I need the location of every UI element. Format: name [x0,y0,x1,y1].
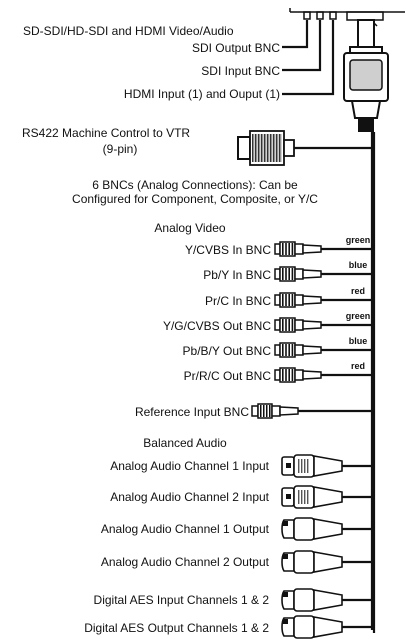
pb-b-y-out-bnc [274,342,322,358]
analog-audio-ch2-out-xlr [281,550,372,574]
sdi-input-port [316,11,324,20]
y-cvbs-in-bnc [274,241,322,257]
pr-r-c-out-label: Pr/R/C Out BNC [183,369,271,383]
db-connector [343,19,389,132]
y-g-cvbs-out-bnc [274,317,322,333]
rs422-label-line1: RS422 Machine Control to VTR [22,126,191,140]
wire-color-label: blue [349,336,368,346]
pr-c-in-bnc [274,292,322,308]
rs422-label-line2: (9-pin) [102,142,138,156]
analog-audio-ch1-out-xlr [281,517,372,541]
sdi-input-label: SDI Input BNC [201,64,280,78]
digital-aes-out-label: Digital AES Output Channels 1 & 2 [84,621,269,635]
port-leader-lines [282,20,335,96]
pr-r-c-out-bnc [274,367,322,383]
analog-audio-ch1-in-label: Analog Audio Channel 1 Input [110,459,269,473]
analog-audio-ch2-in-xlr [281,485,372,509]
rs422-connector [237,130,372,166]
sdi-output-port [303,11,311,20]
analog-audio-ch2-out-label: Analog Audio Channel 2 Output [100,555,269,569]
pr-c-in-label: Pr/C In BNC [204,294,271,308]
main-connector-port [346,11,384,21]
wire-color-label: red [351,286,365,296]
analog-audio-ch1-out-label: Analog Audio Channel 1 Output [100,522,269,536]
reference-input-label: Reference Input BNC [134,405,249,419]
y-g-cvbs-out-label: Y/G/CVBS Out BNC [162,319,271,333]
bnc-header-line1: 6 BNCs (Analog Connections): Can be [92,178,298,192]
bnc-header-line2: Configured for Component, Composite, or … [72,192,318,206]
y-cvbs-in-label: Y/CVBS In BNC [184,243,271,257]
wire-color-label: green [346,235,371,245]
pb-y-in-bnc [274,266,322,282]
hdmi-io-label: HDMI Input (1) and Ouput (1) [123,87,280,101]
analog-audio-ch2-in-label: Analog Audio Channel 2 Input [110,490,269,504]
wire-color-label: green [346,311,371,321]
analog-video-heading: Analog Video [154,221,226,235]
reference-bnc-group [251,403,372,419]
pb-b-y-out-label: Pb/B/Y Out BNC [182,344,271,358]
wire-color-label: blue [349,260,368,270]
reference-bnc [251,403,372,419]
digital-aes-in-label: Digital AES Input Channels 1 & 2 [93,593,269,607]
pb-y-in-label: Pb/Y In BNC [203,268,271,282]
wire-color-label: red [351,361,365,371]
hdmi-port [329,11,337,20]
sdi-output-label: SDI Output BNC [191,41,280,55]
analog-video-bnc-group: green blue red green blue red [274,235,372,383]
digital-aes-in-xlr [281,588,372,612]
analog-audio-ch1-in-xlr [281,454,372,478]
cable-trunk [370,132,376,633]
device-edge [289,8,405,30]
balanced-audio-heading: Balanced Audio [143,436,227,450]
sdi-hdmi-header-label: SD-SDI/HD-SDI and HDMI Video/Audio [23,24,234,38]
xlr-connector-group [281,454,372,639]
digital-aes-out-xlr [281,615,372,639]
